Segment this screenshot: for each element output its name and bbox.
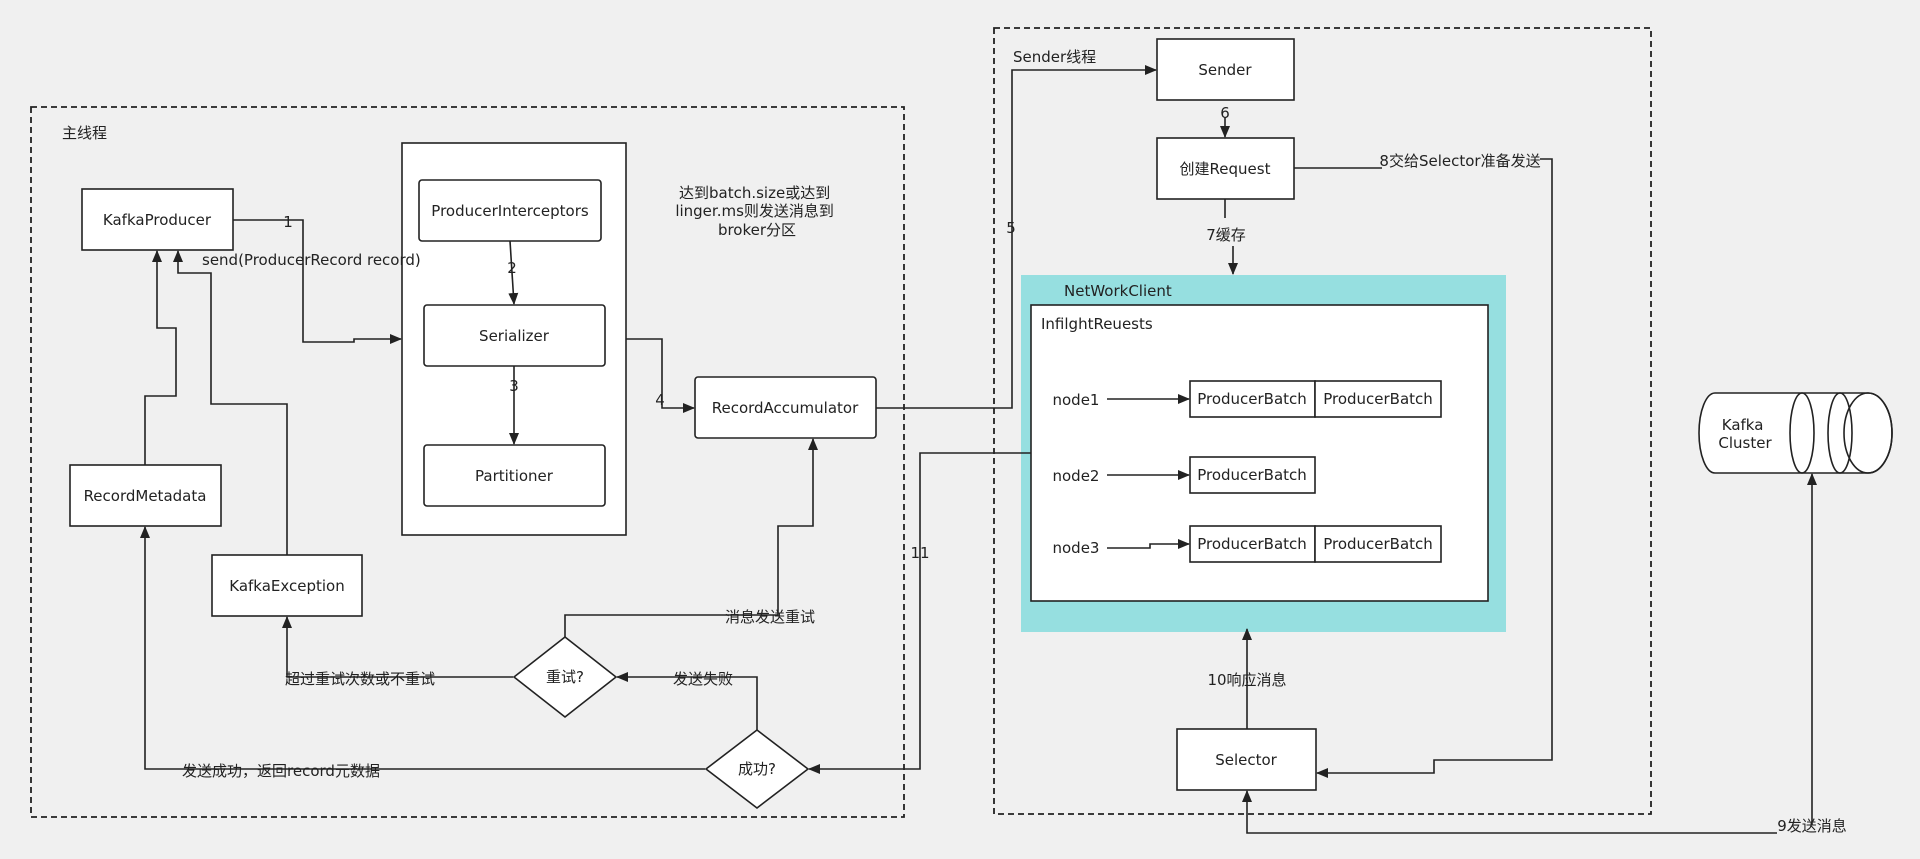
inflight-requests-title: InfilghtReuests	[1041, 315, 1153, 333]
send-failed-label: 发送失败	[673, 670, 733, 688]
step5-label: 5	[1006, 219, 1016, 237]
retry-to-exception-arrow	[282, 616, 513, 678]
retry-decision-diamond	[512, 635, 618, 719]
node1-label: node1	[1053, 391, 1100, 409]
sender-label: Sender	[1198, 61, 1252, 79]
network-client-title: NetWorkClient	[1064, 282, 1172, 300]
step8-label: 8交给Selector准备发送	[1379, 152, 1540, 170]
step6-label: 6	[1220, 104, 1230, 122]
node1-batch-1	[1189, 380, 1316, 418]
sender-thread-container	[993, 27, 1652, 815]
sender-thread-title: Sender线程	[1013, 48, 1096, 66]
success-decision-label: 成功?	[738, 760, 776, 778]
send-success-label: 发送成功，返回record元数据	[182, 762, 380, 780]
kafka-cluster-cylinder	[1698, 392, 1893, 474]
node3-batch-1-label: ProducerBatch	[1197, 535, 1307, 553]
node2-batch-1	[1189, 456, 1316, 494]
kafka-cluster-label: Kafka Cluster	[1718, 416, 1772, 452]
send-call-label: send(ProducerRecord record)	[202, 251, 421, 269]
sender-box	[1156, 38, 1295, 101]
node3-batch-2	[1314, 525, 1442, 563]
cluster-to-selector-arrow	[1242, 790, 1777, 834]
exceeded-retry-label: 超过重试次数或不重试	[285, 670, 435, 688]
kafka-producer-box	[81, 188, 234, 251]
node3-batch-1	[1189, 525, 1316, 563]
producer-interceptors-label: ProducerInterceptors	[431, 202, 589, 220]
main-thread-container	[30, 106, 905, 818]
node2-label: node2	[1053, 467, 1100, 485]
selector-box	[1176, 728, 1317, 791]
step3-label: 3	[509, 377, 519, 395]
failed-to-retry-arrow	[616, 672, 758, 730]
kafka-producer-label: KafkaProducer	[103, 211, 212, 229]
partitioner-label: Partitioner	[475, 467, 554, 485]
create-request-label: 创建Request	[1180, 160, 1271, 178]
accumulator-to-sender-arrow	[876, 65, 1157, 409]
step9-label: 9发送消息	[1777, 817, 1847, 835]
node1-batch-1-label: ProducerBatch	[1197, 390, 1307, 408]
create-request-box	[1156, 137, 1295, 200]
inflight-to-success-arrow	[808, 452, 1031, 774]
retry-send-label: 消息发送重试	[725, 608, 815, 626]
create-request-to-selector-arrow	[1316, 158, 1553, 778]
node1-batch-2	[1314, 380, 1442, 418]
accumulator-note: 达到batch.size或达到 linger.ms则发送消息到 broker分区	[675, 184, 838, 239]
node2-batch-1-label: ProducerBatch	[1197, 466, 1307, 484]
retry-decision-label: 重试?	[546, 668, 584, 686]
partitioner-box	[423, 444, 606, 507]
exception-to-producer-arrow	[173, 250, 288, 555]
step2-label: 2	[507, 259, 517, 277]
step10-label: 10响应消息	[1207, 671, 1286, 689]
record-metadata-label: RecordMetadata	[84, 487, 207, 505]
group-to-accumulator-arrow	[626, 338, 695, 413]
retry-to-accumulator-arrow	[564, 438, 818, 637]
interceptors-to-serializer-arrow	[508, 240, 519, 305]
step1-label: 1	[283, 213, 293, 231]
kafka-producer-to-interceptors-arrow	[233, 219, 402, 344]
record-accumulator-label: RecordAccumulator	[712, 399, 859, 417]
step11-label: 11	[910, 544, 929, 562]
kafka-exception-label: KafkaException	[229, 577, 344, 595]
selector-label: Selector	[1215, 751, 1277, 769]
step4-label: 4	[655, 391, 665, 409]
step7-label: 7缓存	[1206, 226, 1246, 244]
node1-batch-2-label: ProducerBatch	[1323, 390, 1433, 408]
node3-batch-2-label: ProducerBatch	[1323, 535, 1433, 553]
success-to-metadata-arrow	[140, 526, 705, 770]
node3-label: node3	[1053, 539, 1100, 557]
node3-arrow	[1107, 539, 1190, 549]
serializer-label: Serializer	[479, 327, 550, 345]
success-decision-diamond	[704, 728, 810, 810]
metadata-to-producer-arrow	[144, 250, 177, 465]
main-thread-title: 主线程	[62, 124, 107, 142]
